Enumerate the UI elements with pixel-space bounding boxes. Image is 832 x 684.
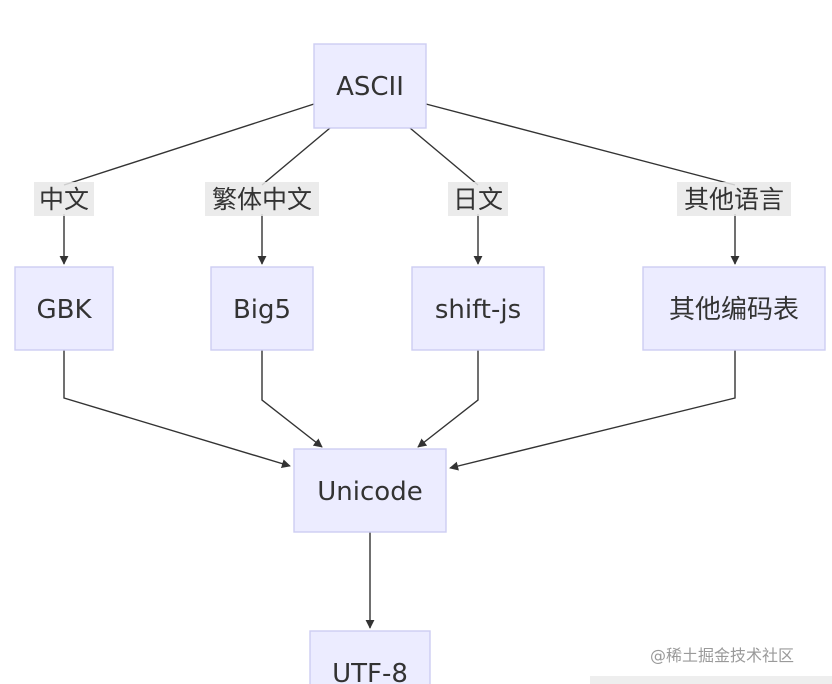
edge-label-chinese: 中文 (34, 182, 94, 216)
node-ascii: ASCII (313, 43, 427, 129)
edge-label-traditional: 繁体中文 (205, 182, 319, 216)
edge-ascii-to-chinese (63, 103, 315, 186)
node-ascii-label: ASCII (336, 72, 404, 102)
edge-ascii-to-other (425, 103, 736, 186)
edge-othertable-to-unicode (449, 350, 736, 471)
edge-big5-to-unicode (261, 350, 323, 448)
node-gbk-label: GBK (36, 295, 92, 325)
root-edges (63, 103, 736, 186)
edge-label-chinese-text: 中文 (39, 185, 89, 214)
node-gbk: GBK (14, 266, 114, 351)
node-shiftjs-label: shift-js (435, 295, 521, 325)
node-other-table: 其他编码表 (642, 266, 826, 351)
edge-ascii-to-traditional (261, 127, 331, 186)
edge-label-traditional-text: 繁体中文 (212, 185, 312, 214)
edge-gbk-to-unicode (63, 350, 291, 468)
watermark-text: @稀土掘金技术社区 (650, 646, 794, 665)
edge-shiftjs-to-unicode (417, 350, 479, 448)
label-edges (59, 214, 740, 265)
edge-label-other: 其他语言 (677, 182, 791, 216)
node-shiftjs: shift-js (411, 266, 545, 351)
node-unicode-label: Unicode (317, 477, 422, 507)
edge-label-other-text: 其他语言 (684, 185, 784, 214)
edge-label-japanese-text: 日文 (453, 185, 503, 214)
node-big5-label: Big5 (233, 295, 291, 325)
node-utf8-label: UTF-8 (332, 659, 408, 684)
node-utf8: UTF-8 (309, 630, 431, 684)
node-unicode: Unicode (293, 448, 447, 533)
edge-ascii-to-japanese (409, 127, 479, 186)
unicode-edges (63, 350, 736, 471)
node-other-table-label: 其他编码表 (669, 295, 799, 325)
watermark: @稀土掘金技术社区 (590, 646, 832, 684)
edge-label-japanese: 日文 (448, 182, 508, 216)
node-big5: Big5 (210, 266, 314, 351)
